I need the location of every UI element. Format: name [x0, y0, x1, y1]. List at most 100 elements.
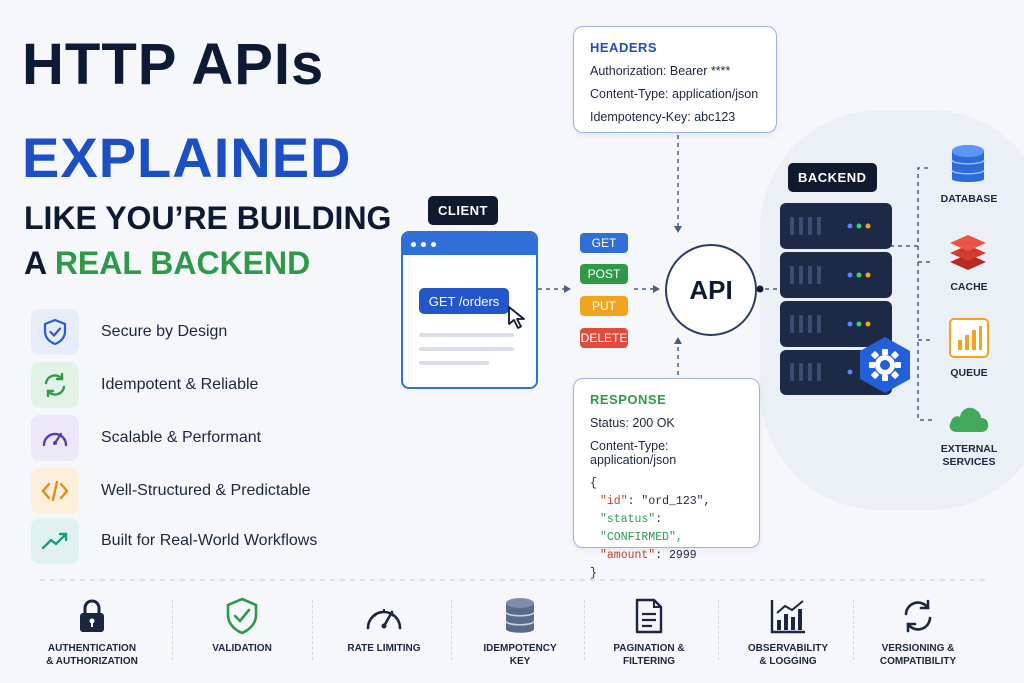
separator	[853, 600, 854, 660]
cloud-icon	[946, 402, 990, 439]
bottom-label-line1: PAGINATION &	[613, 643, 685, 654]
feature-label: Idempotent & Reliable	[101, 376, 259, 393]
service-label-external-line1: EXTERNAL	[940, 443, 998, 455]
bottom-item: VERSIONING & COMPATIBILITY	[853, 596, 983, 668]
bottom-label-line1: OBSERVABILITY	[747, 643, 829, 654]
document-icon	[584, 596, 714, 636]
header-line: Idempotency-Key: abc123	[590, 110, 736, 124]
json-open: {	[590, 477, 597, 490]
feature-item: Scalable & Performant	[31, 415, 261, 461]
cache-layers-icon	[948, 232, 988, 277]
separator	[718, 600, 719, 660]
feature-item: Secure by Design	[31, 309, 227, 355]
json-value: "CONFIRMED",	[600, 531, 683, 544]
refresh-icon	[31, 362, 79, 408]
database-icon	[949, 144, 987, 191]
bottom-label: VALIDATION	[177, 642, 307, 655]
queue-bars-icon	[949, 318, 989, 363]
bottom-label-line2: & AUTHORIZATION	[46, 656, 138, 667]
client-window-titlebar	[403, 233, 536, 255]
speedometer-icon	[319, 596, 449, 636]
bottom-item: IDEMPOTENCY KEY	[455, 596, 585, 668]
response-content-type: Content-Type: application/json	[590, 439, 677, 467]
service-label-cache: CACHE	[950, 281, 988, 293]
json-key: "id"	[600, 495, 628, 508]
headers-card: HEADERS Authorization: Bearer **** Conte…	[573, 26, 777, 133]
response-json: { "id": "ord_123", "status": "CONFIRMED"…	[590, 475, 743, 583]
json-key: "amount"	[600, 549, 656, 562]
bottom-label-line1: VERSIONING &	[881, 643, 955, 654]
response-status: Status: 200 OK	[590, 416, 675, 430]
method-get: GET	[580, 233, 628, 253]
bottom-label-line2: & LOGGING	[759, 656, 817, 667]
headers-title: HEADERS	[590, 40, 658, 55]
client-window: GET /orders	[401, 231, 538, 389]
window-dot-icon	[411, 241, 416, 247]
bottom-label: OBSERVABILITY & LOGGING	[723, 642, 853, 668]
cursor-icon	[508, 306, 525, 329]
response-title: RESPONSE	[590, 392, 667, 407]
code-icon	[31, 468, 79, 514]
bottom-item: OBSERVABILITY & LOGGING	[723, 596, 853, 668]
json-value: "ord_123",	[641, 495, 711, 508]
service-label-database: DATABASE	[940, 193, 998, 205]
bottom-label-line2: KEY	[509, 656, 531, 667]
json-close: }	[590, 567, 597, 580]
feature-item: Built for Real-World Workflows	[31, 518, 317, 564]
bottom-label-line1: VALIDATION	[212, 643, 272, 654]
bottom-label-line1: RATE LIMITING	[347, 643, 421, 654]
method-delete: DELETE	[580, 328, 628, 348]
get-orders-button[interactable]: GET /orders	[419, 288, 509, 314]
bottom-item: AUTHENTICATION & AUTHORIZATION	[27, 596, 157, 668]
chart-icon	[723, 596, 853, 636]
bottom-label-line2: FILTERING	[622, 656, 676, 667]
feature-item: Idempotent & Reliable	[31, 362, 258, 408]
title-line-4-prefix: A	[24, 245, 55, 281]
separator	[312, 600, 313, 660]
header-line: Content-Type: application/json	[590, 87, 759, 101]
separator	[172, 600, 173, 660]
gauge-icon	[31, 415, 79, 461]
title-line-4-highlight: REAL BACKEND	[54, 245, 311, 281]
bottom-label-line2: COMPATIBILITY	[879, 656, 957, 667]
feature-label: Built for Real-World Workflows	[101, 532, 318, 549]
bottom-label: AUTHENTICATION & AUTHORIZATION	[27, 642, 157, 668]
response-card: RESPONSE Status: 200 OK Content-Type: ap…	[573, 378, 760, 580]
header-line: Authorization: Bearer ****	[590, 64, 731, 78]
shield-check-icon	[177, 596, 307, 636]
bottom-item: VALIDATION	[177, 596, 307, 655]
feature-label: Scalable & Performant	[101, 429, 262, 446]
bottom-label-line1: IDEMPOTENCY	[483, 643, 557, 654]
database-icon	[455, 596, 585, 636]
title-line-2: EXPLAINED	[22, 126, 352, 189]
shield-check-icon	[31, 309, 79, 355]
placeholder-line	[419, 347, 514, 351]
api-node: API	[665, 244, 757, 336]
lock-icon	[27, 596, 157, 636]
json-field: "id": "ord_123",	[600, 495, 711, 508]
sync-icon	[853, 596, 983, 636]
placeholder-line	[419, 361, 489, 365]
gear-icon	[857, 335, 913, 395]
title-line-1: HTTP APIs	[22, 32, 325, 97]
backend-label: BACKEND	[788, 163, 877, 192]
bottom-label: IDEMPOTENCY KEY	[455, 642, 585, 668]
json-field: "amount": 2999	[600, 549, 697, 562]
bottom-item: RATE LIMITING	[319, 596, 449, 655]
feature-label: Secure by Design	[101, 323, 228, 340]
service-label-queue: QUEUE	[950, 367, 988, 379]
title-line-3: LIKE YOU’RE BUILDING	[24, 200, 392, 236]
window-dot-icon	[421, 241, 426, 247]
window-dot-icon	[431, 241, 436, 247]
method-put: PUT	[580, 296, 628, 316]
trend-up-icon	[31, 518, 79, 564]
bottom-label-line1: AUTHENTICATION	[47, 643, 137, 654]
feature-label: Well-Structured & Predictable	[101, 482, 311, 499]
client-label: CLIENT	[428, 196, 498, 225]
bottom-item: PAGINATION & FILTERING	[584, 596, 714, 668]
json-value: 2999	[669, 549, 697, 562]
method-post: POST	[580, 264, 628, 284]
separator	[584, 600, 585, 660]
